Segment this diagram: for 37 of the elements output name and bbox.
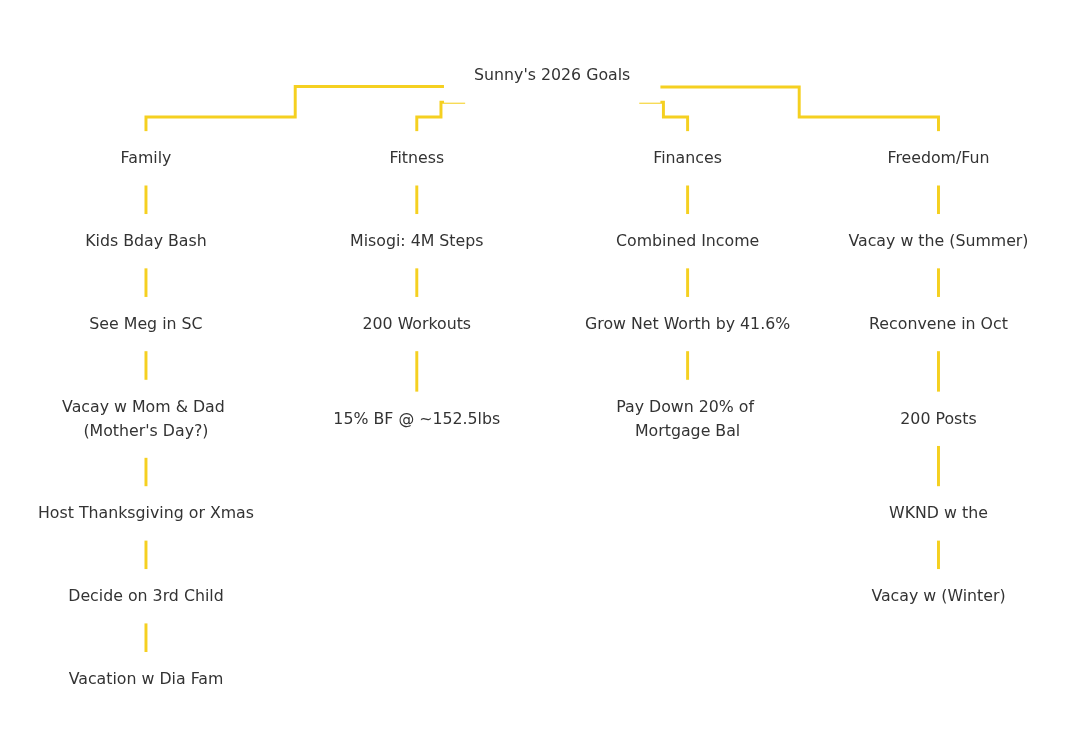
connector bbox=[937, 538, 940, 571]
node-text: WKND w the bbox=[889, 503, 988, 522]
node-text: Grow Net Worth by 41.6% bbox=[585, 313, 791, 333]
node-text: Kids Bday Bash bbox=[85, 231, 207, 250]
node-text: Reconvene in Oct bbox=[869, 313, 1008, 333]
node-text: Pay Down 20% of Mortgage Bal bbox=[616, 396, 755, 440]
node-text: Vacay w (Winter) bbox=[871, 586, 1006, 605]
node-text: Combined Income bbox=[615, 231, 760, 250]
connector bbox=[144, 455, 148, 488]
connector bbox=[144, 621, 148, 654]
node-text: Host Thanksgiving or Xmas bbox=[37, 503, 254, 522]
connector bbox=[686, 266, 690, 299]
connector bbox=[415, 100, 466, 133]
connector bbox=[937, 266, 940, 299]
connector bbox=[415, 266, 419, 299]
node-text: 200 Posts bbox=[900, 408, 977, 428]
node-text: See Meg in SC bbox=[89, 313, 203, 333]
node-text: Misogi: 4M Steps bbox=[350, 231, 484, 250]
connector bbox=[144, 183, 148, 216]
node-text: Finances bbox=[653, 148, 722, 167]
node-text: Decide on 3rd Child bbox=[68, 586, 224, 605]
connector bbox=[415, 183, 419, 216]
connector bbox=[144, 84, 445, 133]
connector bbox=[937, 183, 940, 216]
connector bbox=[144, 266, 148, 299]
node-text: Vacay w the (Summer) bbox=[848, 231, 1029, 250]
node-text: 200 Workouts bbox=[362, 313, 472, 333]
node-text: Freedom/Fun bbox=[887, 148, 990, 167]
node-text: 15% BF @ ~152.5lbs bbox=[333, 408, 501, 428]
node-text: Vacay w Mom & Dad (Mother's Day?) bbox=[62, 396, 225, 440]
connector bbox=[144, 538, 148, 571]
connector bbox=[686, 183, 690, 216]
node-text: Vacation w Dia Fam bbox=[68, 668, 224, 688]
node-text: Family bbox=[120, 148, 172, 167]
connector bbox=[659, 85, 940, 133]
connector bbox=[639, 100, 690, 133]
node-text: Fitness bbox=[389, 148, 445, 167]
